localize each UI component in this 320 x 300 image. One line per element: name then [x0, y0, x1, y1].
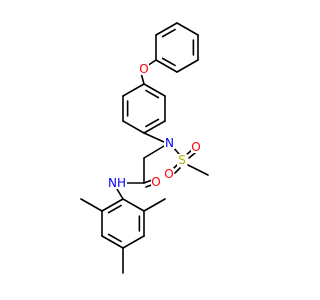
sulfur-label: S — [178, 153, 186, 167]
phenyl-ring-bond — [155, 59, 178, 73]
ether-oxygen-label: O — [139, 62, 148, 76]
phenylene-ring-bond — [143, 120, 166, 134]
sulfonyl-double-bond — [174, 167, 181, 174]
methyl-bond — [143, 198, 166, 212]
phenyl-ring-bond — [176, 22, 199, 36]
sulfonyl-oxygen-top-label: O — [191, 140, 200, 154]
atom-sulfonyl-oxygen-bottom: O — [164, 167, 174, 181]
methyl-bond — [80, 198, 103, 212]
atom-amide-nh: NH — [107, 176, 127, 190]
atom-sulfonamide-nitrogen: N — [164, 136, 175, 150]
ring-nitrogen-bond — [143, 132, 165, 143]
atom-carbonyl-oxygen: O — [151, 175, 161, 189]
mesityl-ring-bond — [101, 235, 124, 249]
sulfonyl-double-bond — [188, 152, 196, 159]
phenyl-ring-double-bond — [161, 28, 176, 38]
mesityl-ring-bond — [122, 235, 145, 249]
phenyl-ring-double-bond — [161, 57, 176, 67]
phenylene-ring-double-bond — [145, 89, 160, 99]
phenylene-ring-bond — [122, 120, 145, 134]
phenyl-ring-bond — [176, 59, 199, 73]
mesityl-ring-bond — [101, 198, 124, 212]
atom-sulfonyl-oxygen-top: O — [191, 140, 201, 154]
mesityl-ring-double-bond — [107, 233, 122, 243]
mesityl-ring-double-bond — [107, 204, 122, 214]
sulfur-methyl-bond — [187, 164, 209, 176]
phenylene-ring-bond — [143, 83, 166, 97]
carbonyl-double-bond — [143, 179, 153, 184]
amide-nh-label: NH — [108, 176, 126, 190]
phenyl-ring-bond — [155, 22, 178, 36]
bonds — [80, 22, 209, 274]
phenylene-ring-bond — [122, 83, 145, 97]
amide-ring-bond — [116, 188, 124, 200]
sulfonyl-oxygen-bottom-label: O — [164, 167, 173, 181]
molecule-structure: O N S O O O NH — [80, 22, 209, 274]
carbonyl-oxygen-label: O — [151, 175, 160, 189]
atom-ether-oxygen: O — [139, 62, 149, 76]
phenylene-ring-double-bond — [145, 118, 160, 128]
sulfonamide-nitrogen-label: N — [165, 136, 174, 150]
mesityl-ring-bond — [122, 198, 145, 212]
atom-sulfur: S — [177, 153, 187, 167]
nitrogen-methylene-bond — [143, 145, 165, 159]
